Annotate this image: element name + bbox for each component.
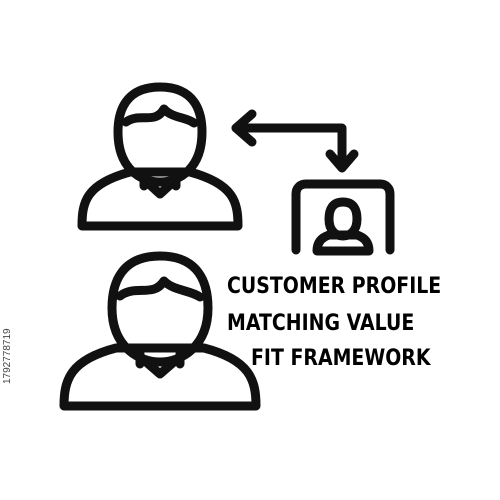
- top-person-icon: [77, 82, 243, 231]
- caption-line-2: MATCHING VALUE: [227, 311, 415, 336]
- caption-line-3: FIT FRAMEWORK: [251, 346, 431, 371]
- profile-card-icon: [291, 179, 395, 256]
- double-arrow-icon: [231, 109, 359, 173]
- caption-line-1: CUSTOMER PROFILE: [227, 274, 442, 299]
- stock-id-watermark: 1792778719: [2, 328, 13, 384]
- bottom-person-icon: [59, 251, 261, 411]
